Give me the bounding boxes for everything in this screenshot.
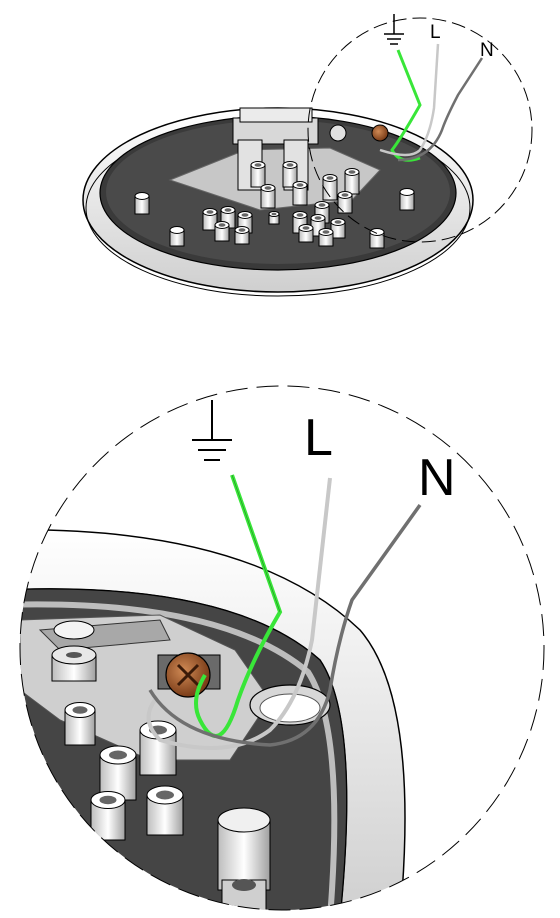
terminal-post <box>298 224 314 243</box>
earth-screw-detail <box>51 620 97 682</box>
terminal-post <box>282 161 298 188</box>
screw <box>369 228 385 249</box>
terminal-post <box>322 174 338 201</box>
terminal-post <box>344 168 360 195</box>
terminal-post <box>146 785 184 836</box>
mounting-screws <box>134 188 415 249</box>
screw <box>399 188 415 211</box>
terminal-post <box>139 720 177 776</box>
terminal-post <box>292 181 308 206</box>
earth-symbol-icon <box>384 14 404 45</box>
terminal-post <box>202 208 218 231</box>
neutral-wire <box>148 503 422 747</box>
neutral-wire <box>397 57 484 162</box>
detail-view: L N <box>19 385 545 911</box>
terminal-post <box>330 218 346 239</box>
terminal-post <box>250 161 266 188</box>
earth-wire-outline <box>231 474 281 613</box>
earth-wire <box>194 474 283 738</box>
terminal-post <box>318 228 334 247</box>
live-wire <box>146 477 332 750</box>
hex-nut <box>217 807 271 910</box>
neutral-label-overview: N <box>480 40 494 61</box>
terminal-post <box>214 221 230 242</box>
terminal-posts <box>202 161 360 247</box>
live-label-detail: L <box>304 409 333 467</box>
live-label-overview: L <box>430 22 441 43</box>
screw <box>169 226 185 247</box>
terminal-post <box>292 211 308 234</box>
zoom-indicator-circle <box>307 17 533 243</box>
screw-terminal-icon <box>371 124 389 142</box>
terminal-post <box>64 702 96 746</box>
overview-view: L N <box>82 14 533 297</box>
terminal-post <box>90 791 126 841</box>
earth-symbol-icon <box>192 400 232 461</box>
wires-overview <box>379 43 484 162</box>
wires-detail <box>146 474 422 750</box>
neutral-label-detail: N <box>418 449 456 507</box>
terminal-posts-detail <box>64 702 184 841</box>
earth-screw <box>329 124 347 142</box>
detail-border-circle <box>19 385 545 911</box>
terminal-post <box>234 226 250 245</box>
terminal-post <box>260 184 276 209</box>
screw <box>134 192 150 215</box>
terminal-post <box>337 191 353 214</box>
terminal-post <box>268 211 280 225</box>
live-wire <box>379 43 440 157</box>
